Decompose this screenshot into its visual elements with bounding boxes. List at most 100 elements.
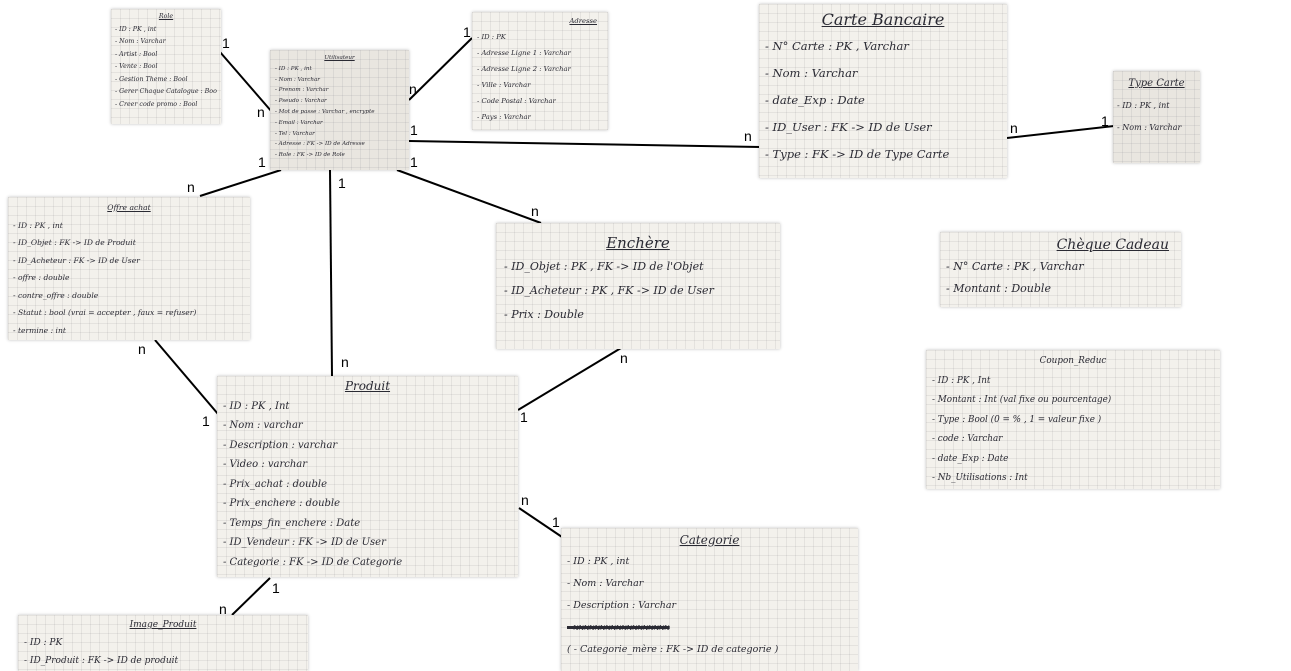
entity-field: - Pays : Varchar: [477, 113, 531, 121]
entity-field: - ID : PK , int: [275, 65, 312, 72]
entity-cheque-cadeau[interactable]: Chèque Cadeau - N° Carte : PK , Varchar …: [940, 232, 1181, 307]
entity-field: - ID : PK , int: [13, 220, 63, 230]
entity-field: - Temps_fin_enchere : Date: [223, 517, 361, 529]
link-user-offre: [199, 169, 282, 197]
entity-field: - Prix_enchere : double: [223, 498, 341, 509]
entity-field: - code : Varchar: [932, 434, 1003, 444]
entity-field: - Description : Varchar: [567, 600, 677, 611]
entity-field: - Pseudo : Varchar: [275, 98, 327, 105]
multiplicity-label: 1: [338, 175, 346, 191]
link-user-produit: [329, 169, 333, 377]
multiplicity-label: n: [257, 104, 265, 120]
entity-field: - N° Carte : PK , Varchar: [946, 260, 1084, 273]
entity-field: - Gerer Chaque Catalogue : Bool: [115, 88, 217, 95]
entity-field: - date_Exp : Date: [932, 453, 1009, 464]
entity-field: - Nom : Varchar: [765, 66, 858, 80]
entity-field: - Adresse Ligne 1 : Varchar: [477, 49, 571, 57]
multiplicity-label: 1: [272, 580, 280, 596]
multiplicity-label: 1: [520, 409, 528, 425]
entity-coupon-reduc[interactable]: Coupon_Reduc - ID : PK , Int - Montant :…: [926, 350, 1220, 489]
entity-field: - Nom : Varchar: [567, 578, 644, 589]
entity-offre-achat[interactable]: Offre achat - ID : PK , int - ID_Objet :…: [8, 197, 250, 340]
entity-field: - Vente : Bool: [115, 63, 158, 70]
entity-field: - Nom : varchar: [223, 420, 303, 431]
entity-field: - ID : PK , int: [567, 556, 630, 567]
entity-title: Carte Bancaire: [821, 10, 945, 29]
entity-field: - offre : double: [13, 273, 70, 282]
entity-field: - N° Carte : PK , Varchar: [765, 39, 909, 53]
entity-title: Adresse: [569, 17, 597, 25]
entity-produit[interactable]: Produit - ID : PK , Int - Nom : varchar …: [217, 376, 518, 577]
entity-field: - Gestion Theme : Bool: [115, 75, 188, 83]
entity-field: - termine : int: [13, 325, 66, 335]
multiplicity-label: n: [138, 341, 146, 357]
entity-field: - Montant : Double: [946, 282, 1051, 295]
entity-title: Image_Produit: [129, 620, 197, 630]
multiplicity-label: n: [620, 350, 628, 366]
entity-title: Chèque Cadeau: [1056, 237, 1169, 253]
entity-title: Utilisateur: [324, 55, 355, 61]
entity-field: - Email : Varchar: [275, 119, 323, 126]
entity-field-struck: - xxxxxxxxxxxxxxxxxx: [567, 622, 670, 633]
multiplicity-label: n: [744, 128, 752, 144]
entity-field: - Creer code promo : Bool: [115, 100, 198, 108]
entity-field: - ID : PK , Int: [932, 375, 991, 386]
entity-role[interactable]: Role - ID : PK , int - Nom : Varchar - A…: [111, 9, 221, 124]
entity-field: - ID_Objet : PK , FK -> ID de l'Objet: [504, 260, 704, 273]
entity-field: - Type : FK -> ID de Type Carte: [765, 147, 950, 161]
entity-field: - Description : varchar: [223, 439, 338, 451]
entity-field: - ID_User : FK -> ID de User: [765, 120, 932, 134]
entity-field: ( - Categorie_mère : FK -> ID de categor…: [567, 644, 779, 655]
entity-field: - ID : PK , Int: [223, 400, 290, 412]
entity-title: Role: [158, 13, 174, 20]
multiplicity-label: 1: [410, 122, 418, 138]
entity-field: - Adresse Ligne 2 : Varchar: [477, 65, 571, 73]
link-user-enchere: [396, 169, 542, 224]
multiplicity-label: 1: [410, 154, 418, 170]
entity-field: - Nom : Varchar: [1117, 123, 1182, 132]
entity-field: - Mot de passe : Varchar , encrypte: [275, 108, 375, 115]
entity-enchere[interactable]: Enchère - ID_Objet : PK , FK -> ID de l'…: [496, 223, 780, 349]
multiplicity-label: 1: [552, 514, 560, 530]
entity-title: Coupon_Reduc: [1039, 356, 1107, 366]
link-enchere-produit: [517, 347, 622, 411]
multiplicity-label: 1: [1101, 113, 1109, 129]
entity-field: - ID : PK: [477, 33, 506, 41]
entity-field: - ID : PK , int: [1117, 101, 1170, 110]
entity-utilisateur[interactable]: Utilisateur - ID : PK , int - Nom : Varc…: [270, 50, 409, 170]
entity-field: - Video : varchar: [223, 459, 308, 470]
entity-field: - Artist : Bool: [115, 50, 158, 58]
entity-field: - date_Exp : Date: [765, 93, 865, 107]
entity-title: Enchère: [606, 234, 670, 252]
entity-field: - ID : PK , int: [115, 25, 157, 33]
entity-adresse[interactable]: Adresse - ID : PK - Adresse Ligne 1 : Va…: [472, 12, 608, 130]
link-offre-produit: [154, 339, 219, 415]
multiplicity-label: 1: [463, 24, 471, 40]
entity-type-carte[interactable]: Type Carte - ID : PK , int - Nom : Varch…: [1113, 71, 1200, 163]
entity-categorie[interactable]: Categorie - ID : PK , int - Nom : Varcha…: [561, 528, 858, 671]
entity-field: - Type : Bool (0 = % , 1 = valeur fixe ): [932, 414, 1102, 425]
link-user-carte: [408, 140, 761, 148]
multiplicity-label: n: [521, 492, 529, 508]
entity-carte-bancaire[interactable]: Carte Bancaire - N° Carte : PK , Varchar…: [759, 4, 1007, 178]
entity-title: Type Carte: [1128, 78, 1185, 89]
entity-field: - ID_Produit : FK -> ID de produit: [24, 656, 179, 666]
entity-title: Offre achat: [107, 203, 151, 212]
multiplicity-label: n: [187, 179, 195, 195]
entity-field: - ID_Acheteur : FK -> ID de User: [13, 255, 140, 265]
entity-field: - ID_Objet : FK -> ID de Produit: [13, 238, 136, 247]
entity-field: - Prix : Double: [504, 308, 584, 321]
entity-field: - Prix_achat : double: [223, 478, 327, 490]
entity-field: - ID_Vendeur : FK -> ID de User: [223, 537, 386, 548]
entity-field: - ID : PK: [24, 638, 63, 648]
multiplicity-label: 1: [202, 413, 210, 429]
entity-image-produit[interactable]: Image_Produit - ID : PK - ID_Produit : F…: [18, 615, 308, 671]
multiplicity-label: n: [219, 601, 227, 617]
entity-field: - Adresse : FK -> ID de Adresse: [275, 141, 365, 148]
multiplicity-label: n: [409, 81, 417, 97]
entity-field: - Montant : Int (val fixe ou pourcentage…: [932, 395, 1112, 405]
link-produit-image: [231, 577, 271, 616]
entity-field: - Ville : Varchar: [477, 81, 531, 89]
entity-field: - ID_Acheteur : PK , FK -> ID de User: [504, 284, 714, 297]
entity-field: - Nb_Utilisations : Int: [932, 473, 1028, 483]
